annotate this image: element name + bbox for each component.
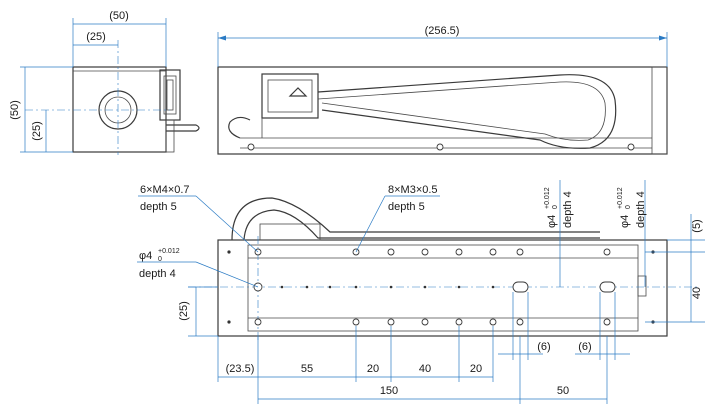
leader-m4 — [195, 195, 259, 253]
top-view-end-plug — [637, 275, 647, 297]
callout-m4-line1: 6×M4×0.7 — [140, 184, 190, 196]
hole-m3-3 — [421, 248, 429, 256]
side-view-connector-body — [261, 73, 319, 119]
callout-pin-left-depth: depth 4 — [139, 268, 176, 280]
callout-pin-left-tol-upper: +0.012 — [158, 248, 180, 255]
label-side-length: (256.5) — [425, 25, 460, 37]
callout-pin-v2-tol-upper: +0.012 — [617, 187, 624, 209]
hole-m3-4 — [455, 248, 463, 256]
hole-m4-4 — [254, 318, 262, 326]
hole-m3-9 — [455, 318, 463, 326]
end-view-cable-stub — [166, 124, 200, 132]
top-view: 6×M4×0.7 depth 5 8×M3×0.5 depth 5 φ4 +0.… — [137, 180, 705, 404]
hole-m3-5 — [489, 248, 497, 256]
label-total-150: 150 — [380, 385, 398, 397]
callout-pin-v2: φ4 +0.012 0 depth 4 — [617, 187, 647, 228]
callout-pin-v2-main: φ4 — [619, 215, 631, 228]
label-chain-20a: 20 — [367, 363, 379, 375]
dot-4 — [354, 285, 358, 289]
callout-pin-v1-tol-lower: 0 — [552, 205, 559, 209]
callout-m3-line1: 8×M3×0.5 — [388, 184, 438, 196]
end-view-connector-face — [163, 75, 177, 115]
top-view-body — [217, 239, 668, 337]
label-end-height: (50) — [9, 100, 21, 120]
callout-pin-v2-depth: depth 4 — [635, 191, 647, 228]
dot-7 — [457, 285, 461, 289]
callout-pin-left-tol-lower: 0 — [158, 256, 162, 263]
side-view-end-cap — [651, 66, 668, 155]
end-view: (50) (25) (50) (25) — [9, 10, 200, 155]
callout-m4-line2: depth 5 — [140, 201, 177, 213]
side-view-cable-outer — [317, 74, 617, 149]
slot-1 — [512, 281, 529, 293]
slot-2 — [599, 281, 616, 293]
callout-pin-v1: φ4 +0.012 0 depth 4 — [544, 187, 574, 228]
label-left-25: (25) — [178, 301, 190, 321]
top-view-cable-inner — [243, 209, 600, 241]
side-view-connector-face — [267, 79, 313, 113]
dot-2 — [305, 285, 309, 289]
hole-m4-2 — [516, 248, 524, 256]
label-right-5: (5) — [691, 219, 703, 232]
label-chain-55: 55 — [301, 363, 313, 375]
callout-pin-left-main: φ4 — [139, 250, 152, 262]
side-view: (256.5) — [217, 25, 668, 155]
hole-m4-5 — [516, 318, 524, 326]
end-view-cable-bracket — [165, 119, 175, 153]
label-chain-23-5: (23.5) — [226, 363, 255, 375]
callout-pin-v1-tol-upper: +0.012 — [544, 187, 551, 209]
label-chain-20b: 20 — [470, 363, 482, 375]
top-view-connector — [259, 223, 321, 241]
hole-m3-8 — [421, 318, 429, 326]
hole-m3-2 — [387, 248, 395, 256]
end-view-connector — [159, 69, 181, 121]
hole-m3-6 — [352, 318, 360, 326]
side-view-cable-inner — [317, 81, 606, 141]
dot-8 — [491, 285, 495, 289]
end-view-connector-pins — [166, 79, 174, 111]
arrow-side-right — [659, 35, 667, 41]
callout-pin-v1-main: φ4 — [546, 215, 558, 228]
label-slot1: (6) — [537, 341, 550, 353]
hole-m3-7 — [387, 318, 395, 326]
side-view-screw-1 — [247, 143, 255, 151]
body-screw-1 — [227, 250, 231, 254]
side-view-screw-2 — [436, 143, 444, 151]
dot-3 — [328, 285, 332, 289]
label-end-half-width: (25) — [86, 31, 106, 43]
side-view-screw-3 — [627, 143, 635, 151]
hole-m4-3 — [603, 248, 611, 256]
side-view-connector-mark — [288, 87, 308, 97]
dot-5 — [389, 285, 393, 289]
label-slot2: (6) — [578, 341, 591, 353]
callout-pin-v2-tol-lower: 0 — [625, 205, 632, 209]
hole-m4-6 — [603, 318, 611, 326]
side-view-cable-root — [228, 116, 251, 139]
callout-m3-line2: depth 5 — [388, 201, 425, 213]
arrow-side-left — [218, 35, 226, 41]
label-chain-40: 40 — [419, 363, 431, 375]
label-total-50: 50 — [557, 385, 569, 397]
callout-pin-v1-depth: depth 4 — [562, 191, 574, 228]
end-view-body — [72, 66, 167, 153]
hole-m3-10 — [489, 318, 497, 326]
leader-pin-left — [195, 261, 259, 288]
label-right-40: 40 — [691, 287, 703, 299]
top-view-cable-outer — [231, 197, 600, 241]
body-screw-2 — [227, 320, 231, 324]
dot-6 — [423, 285, 427, 289]
label-end-half-height: (25) — [31, 121, 43, 141]
leader-m3 — [355, 195, 386, 253]
dot-1 — [280, 285, 284, 289]
label-end-width: (50) — [109, 10, 129, 22]
